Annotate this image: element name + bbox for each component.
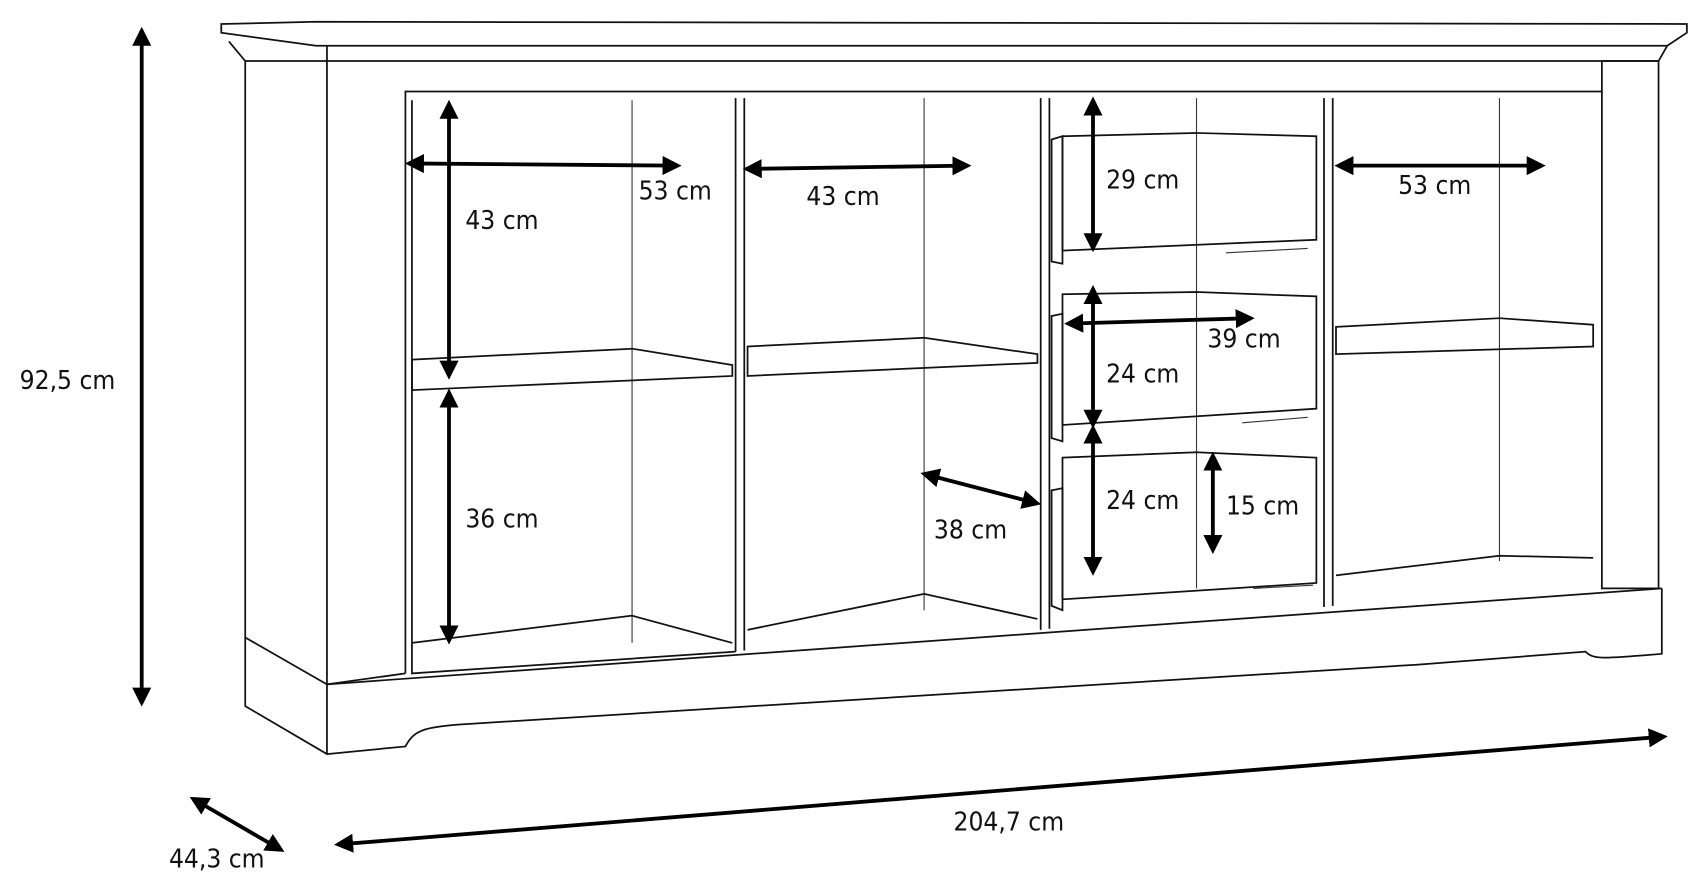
left-lower-height-label: 36 cm <box>465 504 538 534</box>
sideboard-outline <box>220 20 1688 755</box>
drawer-middle-height-label: 24 cm <box>1106 359 1179 389</box>
drawer-bottom-height-label: 24 cm <box>1106 486 1179 516</box>
width-arrow <box>334 728 1668 853</box>
height-label: 92,5 cm <box>20 366 116 396</box>
drawer-width-label: 39 cm <box>1207 325 1280 355</box>
right-width-label: 53 cm <box>1398 171 1471 201</box>
depth-label: 44,3 cm <box>169 844 265 874</box>
dimension-arrows <box>132 26 1668 853</box>
middle-depth-label: 38 cm <box>934 515 1007 545</box>
drawer-inner-height-label: 15 cm <box>1226 491 1299 521</box>
depth-arrow <box>189 796 285 852</box>
drawer-top-height-label: 29 cm <box>1106 166 1179 196</box>
middle-width-label: 43 cm <box>806 182 879 212</box>
left-upper-height-label: 43 cm <box>465 206 538 236</box>
width-label: 204,7 cm <box>954 807 1065 837</box>
left-width-label: 53 cm <box>639 176 712 206</box>
